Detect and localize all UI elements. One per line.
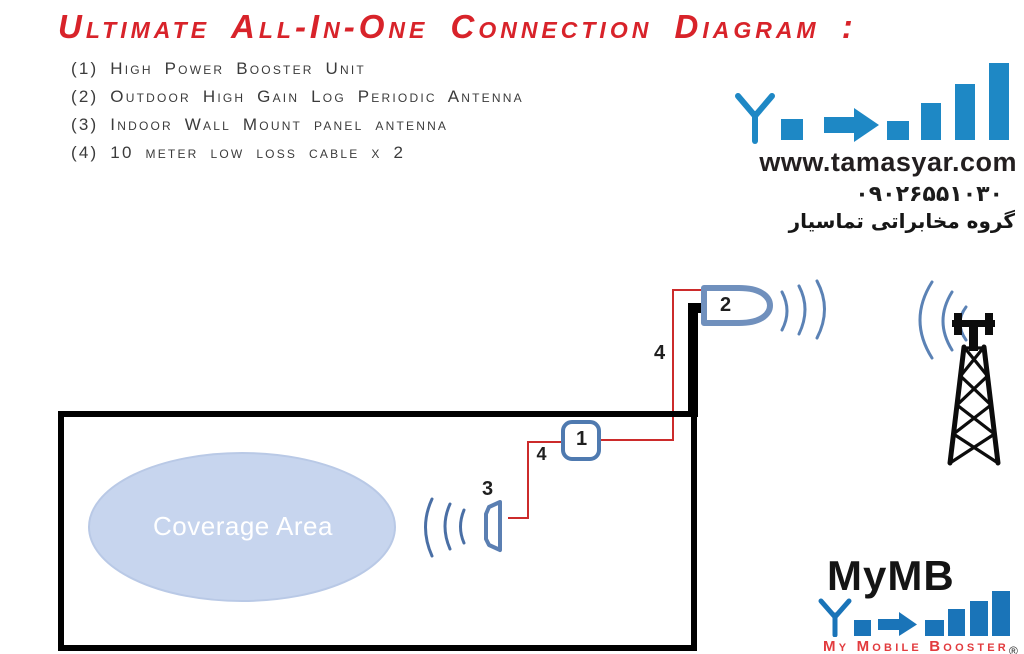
phone-number: ۰۹۰۲۶۵۵۱۰۳۰: [855, 182, 1003, 207]
persian-caption: گروه مخابراتی تماسیار: [788, 209, 1015, 233]
coverage-area-label: Coverage Area: [153, 511, 333, 541]
legend-item-outdoor-antenna: (2) Outdoor High Gain Log Periodic Anten…: [71, 87, 524, 106]
mymb-signal-meter-icon: [818, 591, 1010, 637]
mymb-tagline: My Mobile Booster: [823, 638, 1009, 654]
indoor-cable-line: [508, 441, 563, 519]
signal-bars-icon: [854, 591, 1010, 636]
booster-label: 1: [575, 428, 589, 450]
indoor-antenna-icon: [484, 500, 502, 552]
mymb-logo: MyMB My Mobile Booster®: [818, 552, 1018, 654]
booster-unit-box: [561, 420, 601, 461]
indoor-signal-waves-icon: [424, 497, 466, 558]
antenna-icon: [735, 93, 775, 144]
legend-item-booster: (1) High Power Booster Unit: [71, 59, 366, 78]
tamasyar-logo: www.tamasyar.com ۰۹۰۲۶۵۵۱۰۳۰ گروه مخابرا…: [733, 58, 1017, 233]
outdoor-cable-label: 4: [653, 342, 667, 364]
cell-tower-icon: [947, 313, 1001, 466]
coverage-area-ellipse: [88, 452, 396, 602]
arrow-right-icon: [899, 612, 917, 636]
mymb-name: MyMB: [827, 552, 955, 599]
indoor-cable-label: 4: [536, 444, 548, 464]
outdoor-signal-waves-icon: [780, 279, 826, 340]
tamasyar-signal-meter-icon: [735, 63, 1009, 144]
website-text: www.tamasyar.com: [759, 147, 1017, 177]
outdoor-antenna-label: 2: [719, 294, 733, 316]
registered-trademark-symbol: ®: [1008, 644, 1018, 654]
legend: (1) High Power Booster Unit (2) Outdoor …: [71, 57, 524, 169]
outdoor-antenna-icon: [701, 285, 773, 326]
antenna-icon: [818, 598, 852, 637]
legend-item-indoor-antenna: (3) Indoor Wall Mount panel antenna: [71, 115, 449, 134]
indoor-antenna-label: 3: [481, 478, 495, 500]
house-outline: [58, 411, 697, 651]
page-title: Ultimate All-In-One Connection Diagram :: [58, 8, 857, 45]
mast-pole: [688, 303, 706, 417]
legend-item-cable: (4) 10 meter low loss cable x 2: [71, 143, 406, 162]
outdoor-cable-line: [599, 289, 704, 441]
arrow-right-icon: [854, 108, 879, 142]
signal-bars-icon: [781, 63, 1009, 142]
